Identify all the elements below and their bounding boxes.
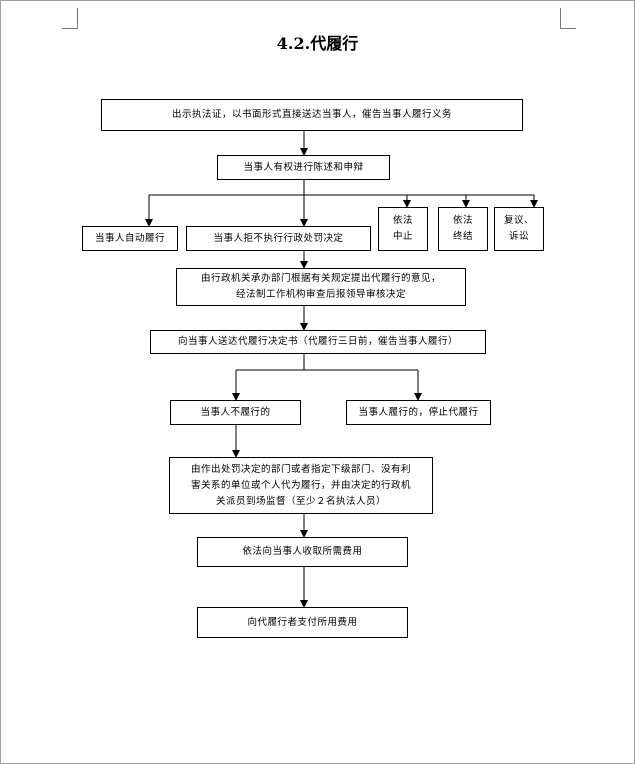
- outcome-not-performed: 当事人不履行的: [170, 400, 301, 425]
- step-pay-substitute: 向代履行者支付所用费用: [197, 607, 408, 638]
- step-substitute-execution: 由作出处罚决定的部门或者指定下级部门、没有利 害关系的单位或个人代为履行，并由决…: [169, 457, 433, 514]
- crop-mark-top-right: [560, 28, 576, 29]
- outcome-terminate: 依法 终结: [438, 207, 488, 251]
- step-statement-defense: 当事人有权进行陈述和申辩: [217, 155, 390, 180]
- outcome-review-litigation: 复议、 诉讼: [494, 207, 544, 251]
- step-deliver-decision: 向当事人送达代履行决定书（代履行三日前，催告当事人履行）: [150, 330, 486, 354]
- step-propose-substitute: 由行政机关承办部门根据有关规定提出代履行的意见， 经法制工作机构审查后报领导审核…: [176, 268, 466, 306]
- outcome-suspend: 依法 中止: [378, 207, 428, 251]
- step-notify-obligation: 出示执法证，以书面形式直接送达当事人，催告当事人履行义务: [101, 99, 523, 131]
- crop-mark-top-left: [62, 28, 78, 29]
- page-title: 4.2.代履行: [276, 34, 359, 53]
- outcome-refuse-execute: 当事人拒不执行行政处罚决定: [186, 226, 371, 251]
- crop-mark-top-right-v: [560, 8, 561, 29]
- crop-mark-top-left-v: [77, 8, 78, 29]
- outcome-performed-stop: 当事人履行的，停止代履行: [346, 400, 491, 425]
- outcome-voluntary-performance: 当事人自动履行: [82, 226, 178, 251]
- step-collect-fees: 依法向当事人收取所需费用: [197, 537, 408, 567]
